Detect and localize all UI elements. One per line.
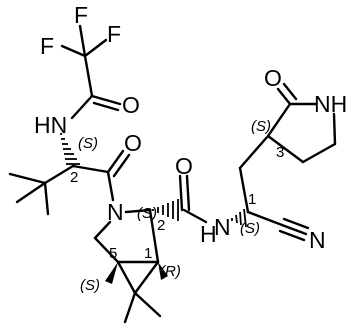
bond-tfa-c-n — [70, 94, 94, 120]
atom-nh-amide-n: N — [214, 214, 231, 240]
bond-amide-co-2 — [185, 174, 191, 212]
bond-cme2-me2 — [133, 291, 162, 318]
atom-f-top: F — [74, 2, 88, 28]
bond-nitrile-3 — [282, 217, 310, 230]
atom-nh-tfa: HN — [34, 112, 67, 138]
bond-n-c2 — [124, 208, 152, 214]
bond-c-f-left — [60, 44, 87, 58]
bond-amide-co-1 — [178, 174, 184, 212]
bond-c-f-right — [83, 38, 108, 58]
bond-lactam-co-1 — [276, 87, 292, 106]
stereo-pro-alpha: (S) — [137, 205, 157, 222]
bond-tbu-me1 — [8, 172, 47, 185]
wedge-c1 — [158, 262, 168, 280]
bond-c5-ch2 — [93, 236, 120, 264]
atom-nh-lactam: NH — [314, 91, 347, 117]
locant-nitrile-alpha: 1 — [248, 191, 256, 208]
bond-carbonyl-n — [106, 170, 115, 202]
locant-pro-alpha: 2 — [157, 217, 165, 234]
bond-tfa-co-1 — [90, 94, 122, 106]
wedge-c5 — [105, 262, 118, 284]
stereo-tle-alpha: (S) — [78, 135, 98, 152]
atom-f-left: F — [40, 33, 54, 59]
bond-c-f-top — [78, 24, 87, 58]
bond-tle-co-1 — [106, 149, 125, 174]
bond-lactam-co-2 — [282, 82, 298, 101]
bond-tbu-me2 — [15, 181, 47, 204]
atom-o-amide: O — [175, 153, 193, 179]
bond-amide-c-n — [182, 208, 208, 224]
stereo-descriptors: (S) (S) (S) (S) (S) (R) — [78, 118, 271, 294]
bond-alpha-tbu — [43, 164, 75, 185]
bond-tbu-me3 — [43, 181, 50, 216]
bond-alpha-ch2 — [238, 166, 250, 214]
bond-nitrile-1 — [280, 223, 308, 236]
bond-tle-co-2 — [112, 153, 131, 178]
bond-cme2-me1 — [123, 291, 137, 324]
bonds — [8, 24, 337, 324]
bond-c2-c1 — [148, 208, 160, 264]
atom-n-nitrile: N — [309, 227, 326, 253]
locant-lactam-c3: 3 — [276, 144, 284, 161]
bond-alpha-cn — [246, 210, 284, 227]
stereo-nitrile-alpha: (S) — [240, 220, 260, 237]
atom-labels: F F F O HN O N O H N N O NH — [34, 2, 347, 253]
atom-f-right: F — [107, 21, 121, 47]
hashed-bond-pro-carbonyl — [152, 199, 179, 221]
bond-ch2-n — [93, 220, 112, 240]
atom-o-lactam: O — [264, 65, 282, 91]
bond-c4-c3 — [266, 134, 305, 164]
locant-bicyclo-c5: 5 — [109, 245, 117, 262]
stereo-bicyclo-c5: (S) — [80, 277, 100, 294]
bond-nitrile-2 — [278, 229, 306, 242]
stereo-bicyclo-c1: (R) — [160, 263, 181, 280]
locant-bicyclo-c1: 1 — [144, 245, 152, 262]
atom-n-pro: N — [107, 199, 124, 225]
bond-ch2-c3 — [238, 134, 270, 170]
hashed-bond-tle-n — [60, 133, 80, 165]
bond-cf3-carbonyl — [83, 54, 94, 98]
bond-c5-c4 — [301, 142, 337, 164]
hashed-bond-nh-alpha — [231, 208, 247, 228]
stereo-lactam-c3: (S) — [251, 118, 271, 135]
atom-o-tfa: O — [122, 92, 140, 118]
bond-tfa-co-2 — [92, 101, 120, 112]
bond-c1-cme2 — [133, 260, 160, 295]
atom-nh-amide-h: H — [200, 221, 217, 247]
bond-c5-cme2 — [116, 260, 137, 295]
locant-tle-alpha: 2 — [70, 169, 78, 186]
atom-o-tle: O — [124, 130, 142, 156]
bond-c3-c2 — [266, 102, 292, 138]
locant-labels: 2 2 1 3 5 1 — [70, 144, 284, 262]
bond-alpha-carbonyl — [71, 164, 110, 174]
bond-nh-c5 — [332, 112, 337, 146]
